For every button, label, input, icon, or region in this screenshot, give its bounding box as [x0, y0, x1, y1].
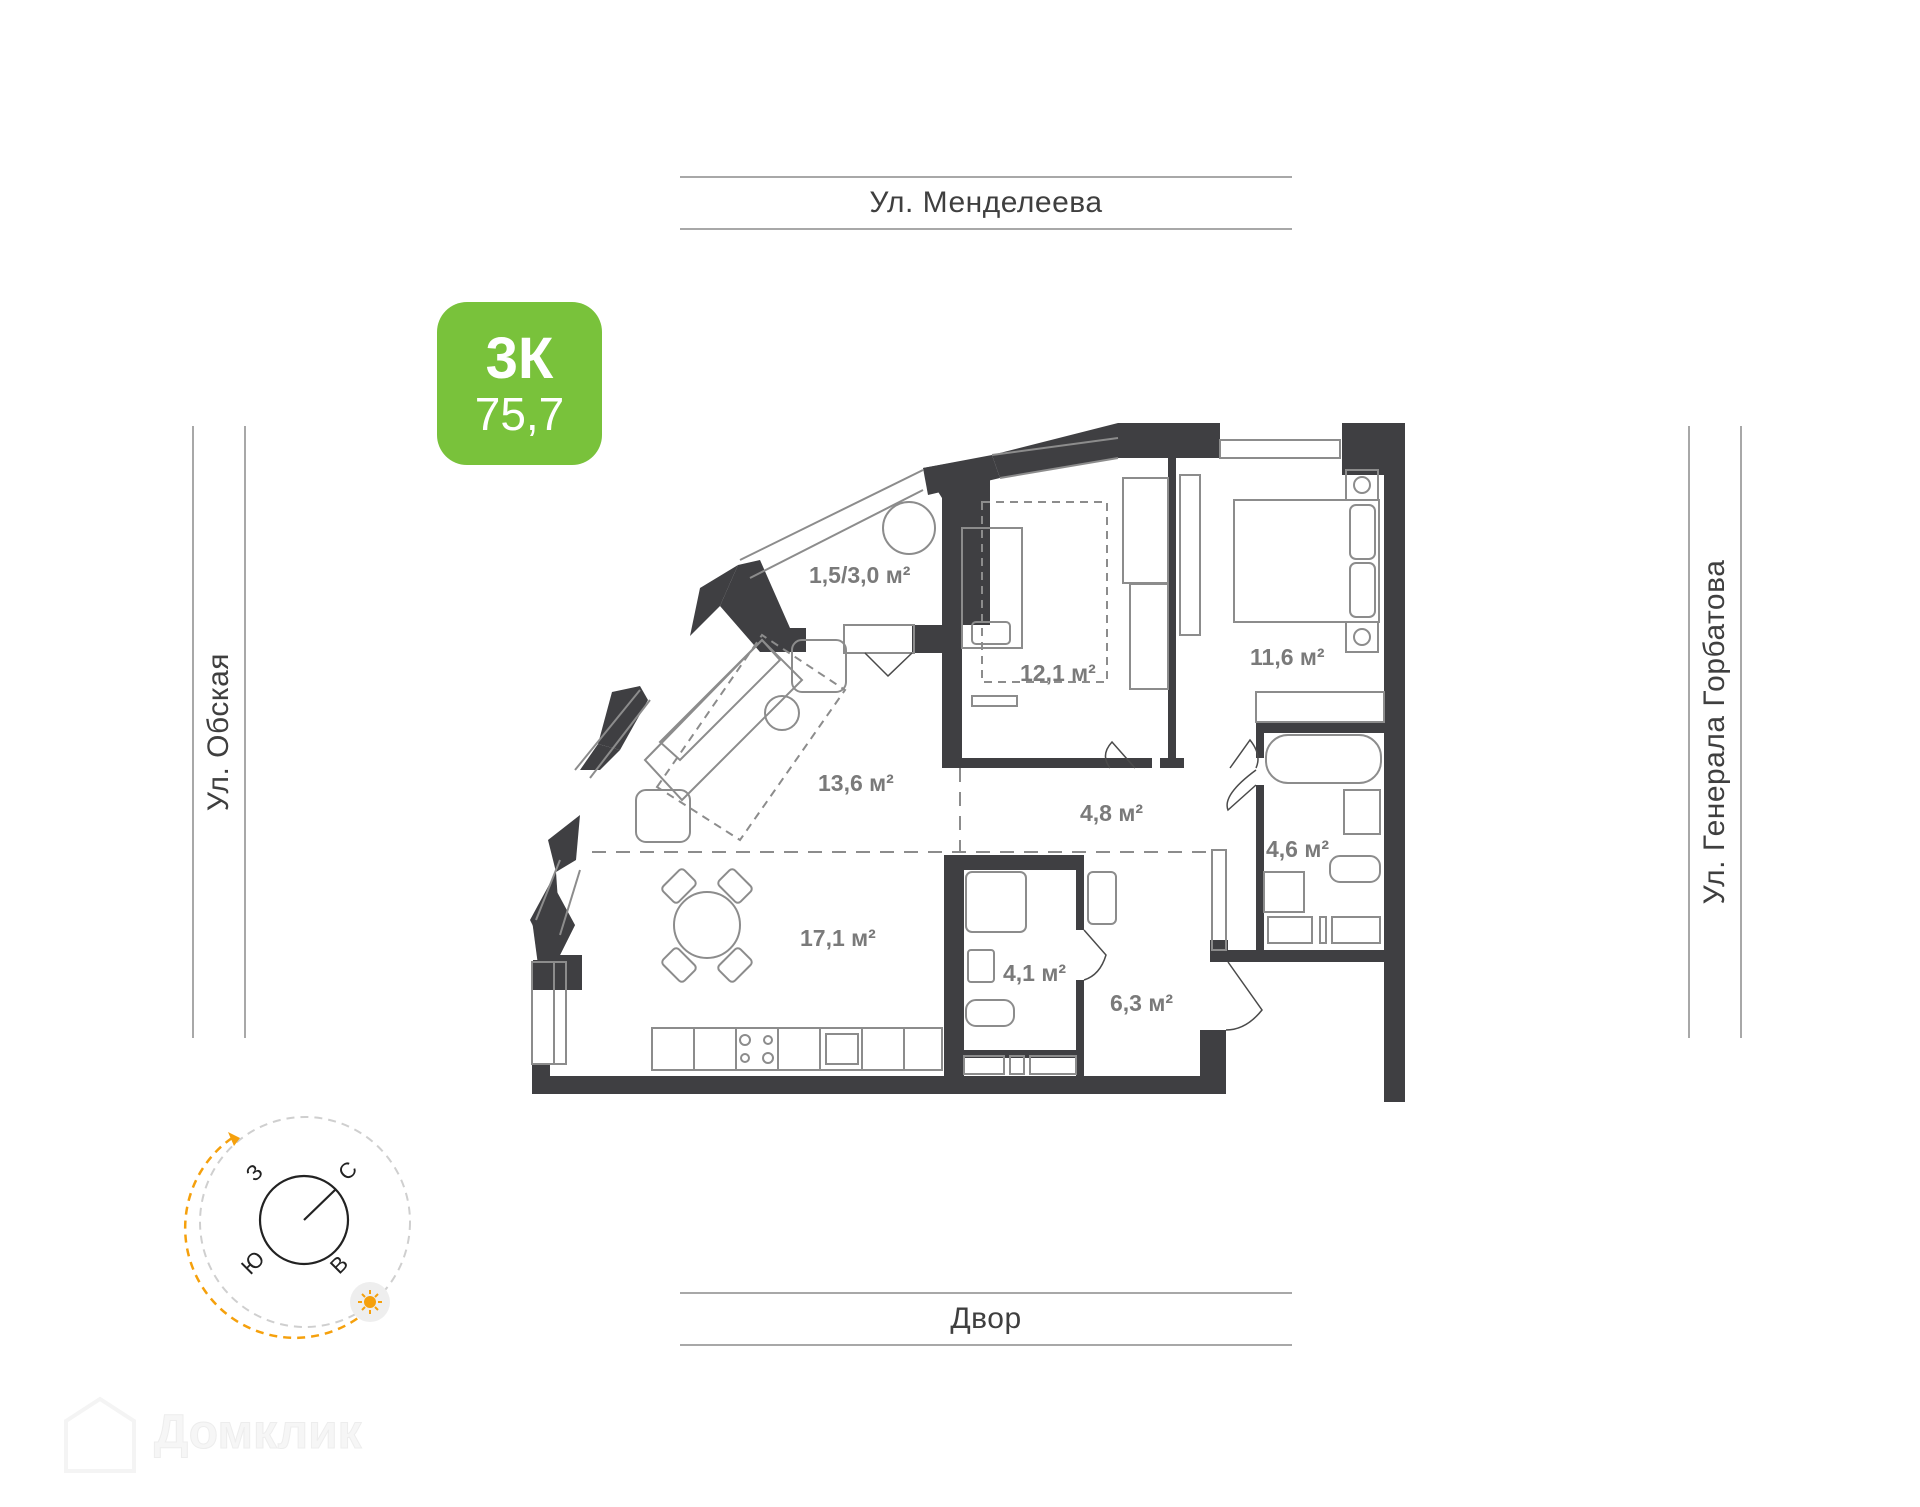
apartment-total-area: 75,7	[474, 387, 565, 440]
apartment-badge: 3К 75,7	[437, 302, 602, 465]
street-right: Ул. Генерала Горбатова	[1688, 426, 1742, 1038]
room-kids-area: 12,1 м²	[1020, 660, 1096, 686]
room-master-area: 11,6 м²	[1250, 644, 1325, 670]
room-balcony-area: 1,5/3,0 м²	[809, 562, 911, 588]
walls	[530, 423, 1405, 1102]
doors	[864, 652, 1263, 1031]
street-left: Ул. Обская	[192, 426, 246, 1038]
watermark-logo: Домклик	[62, 1395, 422, 1475]
arrow-icon	[228, 1132, 240, 1146]
windows	[531, 437, 1341, 1065]
house-logo-icon	[64, 1396, 136, 1473]
street-top-label: Ул. Менделеева	[869, 186, 1103, 219]
street-bottom-label: Двор	[950, 1302, 1022, 1335]
room-bath-area: 4,6 м²	[1266, 836, 1330, 862]
apartment-type: 3К	[485, 325, 554, 391]
room-corridor-area: 4,8 м²	[1080, 800, 1144, 826]
furniture	[592, 469, 1385, 1075]
room-guest-bath-area: 4,1 м²	[1003, 960, 1067, 986]
watermark-brand: Домклик	[154, 1406, 363, 1460]
street-top: Ул. Менделеева	[680, 176, 1292, 230]
compass: С З Ю В	[180, 1110, 430, 1360]
room-entrance-area: 6,3 м²	[1110, 990, 1174, 1016]
street-bottom: Двор	[680, 1292, 1292, 1346]
room-kitchen-area: 17,1 м²	[800, 925, 876, 951]
room-living-area: 13,6 м²	[818, 770, 894, 796]
